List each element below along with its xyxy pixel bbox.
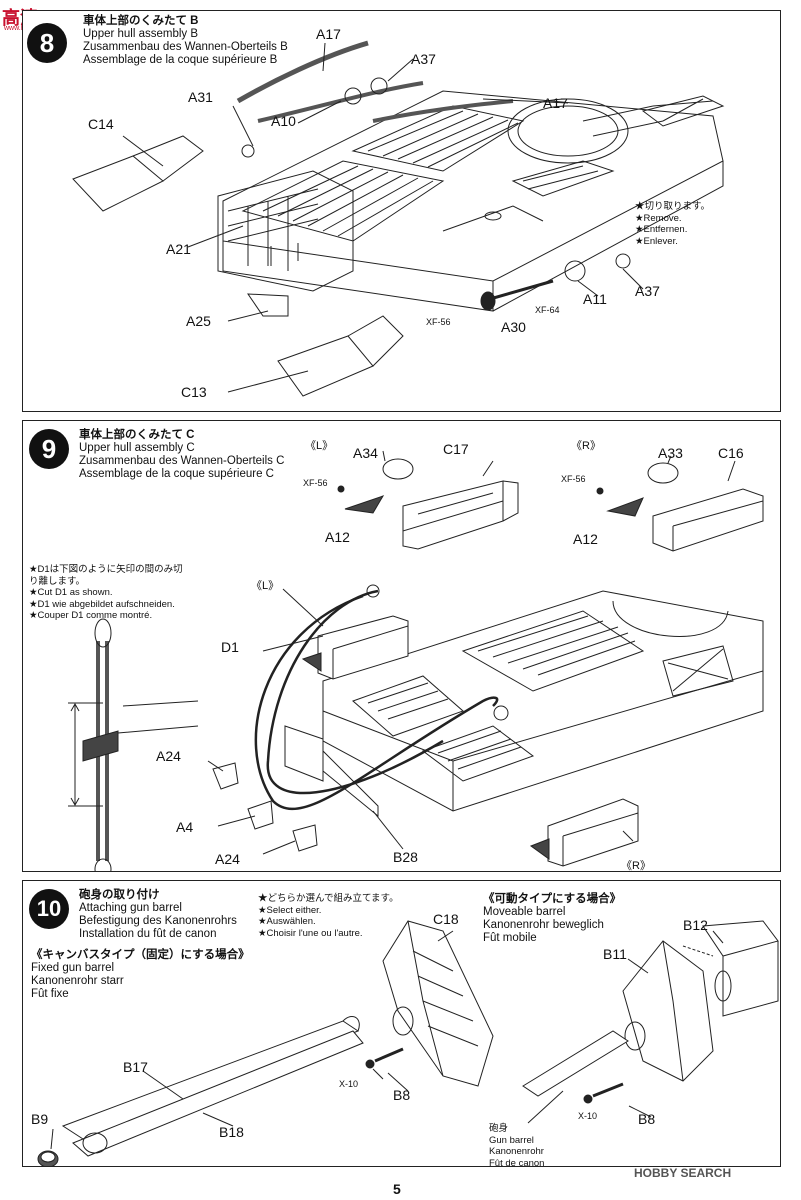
cut-note: ★D1は下図のように矢印の間のみ切 り離します。 ★Cut D1 as show… <box>29 564 183 622</box>
step-8-title: 車体上部のくみたて B Upper hull assembly B Zusamm… <box>83 15 288 67</box>
heading-en: Fixed gun barrel <box>31 962 115 974</box>
label-b18: B18 <box>219 1124 244 1140</box>
step-8-drawing <box>72 40 725 397</box>
heading-fr: Fût mobile <box>483 932 537 944</box>
title-de: Befestigung des Kanonenrohrs <box>79 915 237 927</box>
heading-fr: Fût fixe <box>31 988 69 1000</box>
heading-de: Kanonenrohr starr <box>31 975 124 987</box>
label-c16: C16 <box>718 445 744 461</box>
heading-en: Moveable barrel <box>483 906 566 918</box>
label-x10-left: X-10 <box>339 1079 359 1089</box>
label-a12-left: A12 <box>325 529 350 545</box>
step-9-panel: 9 車体上部のくみたて C Upper hull assembly C Zusa… <box>22 420 781 872</box>
label-a4: A4 <box>176 819 194 835</box>
label-c14: C14 <box>88 116 114 132</box>
label-c13: C13 <box>181 384 207 400</box>
step-10-title: 砲身の取り付け Attaching gun barrel Befestigung… <box>79 889 237 941</box>
step-10-drawing <box>37 920 779 1166</box>
title-fr: Assemblage de la coque supérieure C <box>79 468 274 480</box>
page-number: 5 <box>393 1181 401 1197</box>
step-9-title: 車体上部のくみたて C Upper hull assembly C Zusamm… <box>79 429 284 481</box>
label-a31: A31 <box>188 89 213 105</box>
group-right: 《R》 <box>571 440 601 452</box>
note-line: Gun barrel <box>489 1134 534 1146</box>
label-c18: C18 <box>433 911 459 927</box>
heading-de: Kanonenrohr beweglich <box>483 919 604 931</box>
label-xf64: XF-64 <box>535 305 560 315</box>
group-left: 《L》 <box>305 440 334 452</box>
label-a30: A30 <box>501 319 526 335</box>
title-de: Zusammenbau des Wannen-Oberteils B <box>83 41 288 53</box>
label-a37-right: A37 <box>635 283 660 299</box>
note-line: ★Select either. <box>258 904 322 916</box>
label-xf56: XF-56 <box>426 317 451 327</box>
label-b12: B12 <box>683 917 708 933</box>
label-a33: A33 <box>658 445 683 461</box>
label-a17-right: A17 <box>543 95 568 111</box>
step-9-drawing <box>68 450 764 871</box>
label-b8-left: B8 <box>393 1087 411 1103</box>
remove-note: ★切り取ります。 ★Remove. ★Entfernen. ★Enlever. <box>635 201 710 247</box>
label-xf56-right: XF-56 <box>561 474 586 484</box>
fixed-barrel-heading: 《キャンバスタイプ（固定）にする場合》 Fixed gun barrel Kan… <box>31 949 250 1001</box>
title-de: Zusammenbau des Wannen-Oberteils C <box>79 455 285 467</box>
label-c17: C17 <box>443 441 469 457</box>
label-b8-right: B8 <box>638 1111 656 1127</box>
heading-jp: 《可動タイプにする場合》 <box>483 893 622 905</box>
step-number-9: 9 <box>29 429 69 469</box>
gun-barrel-label: 砲身 Gun barrel Kanonenrohr Fût de canon <box>489 1123 545 1167</box>
heading-jp: 《キャンバスタイプ（固定）にする場合》 <box>31 949 250 961</box>
label-a10: A10 <box>271 113 296 129</box>
title-en: Upper hull assembly B <box>83 28 199 40</box>
note-line: ★Couper D1 comme montré. <box>29 610 153 621</box>
note-line: ★Auswählen. <box>258 916 316 927</box>
label-a25: A25 <box>186 313 211 329</box>
note-line: ★Remove. <box>635 212 682 224</box>
title-en: Attaching gun barrel <box>79 902 182 914</box>
label-a24-first: A24 <box>156 748 181 764</box>
note-line: ★Choisir l'une ou l'autre. <box>258 927 363 939</box>
watermark: HOBBY SEARCH <box>634 1166 732 1180</box>
note-line: ★Cut D1 as shown. <box>29 587 113 598</box>
label-a37-top: A37 <box>411 51 436 67</box>
label-x10-right: X-10 <box>578 1111 598 1121</box>
label-b9: B9 <box>31 1111 49 1127</box>
title-jp: 車体上部のくみたて C <box>79 429 195 441</box>
label-l-mark: 《L》 <box>251 580 280 592</box>
label-a24-second: A24 <box>215 851 240 867</box>
note-line: ★Enlever. <box>635 235 678 247</box>
label-a21: A21 <box>166 241 191 257</box>
note-line: ★Entfernen. <box>635 224 688 235</box>
label-a12-right: A12 <box>573 531 598 547</box>
step-10-panel: 10 砲身の取り付け Attaching gun barrel Befestig… <box>22 880 781 1167</box>
note-line: ★D1 wie abgebildet aufschneiden. <box>29 598 175 610</box>
step-number-8: 8 <box>27 23 67 63</box>
step-number-10: 10 <box>29 889 69 929</box>
title-en: Upper hull assembly C <box>79 442 195 454</box>
label-b11: B11 <box>603 946 627 962</box>
note-line: Fût de canon <box>489 1157 545 1167</box>
note-line: ★どちらか選んで組み立てます。 <box>258 893 399 904</box>
label-a34: A34 <box>353 445 378 461</box>
label-r-mark: 《R》 <box>621 860 651 872</box>
select-note: ★どちらか選んで組み立てます。 ★Select either. ★Auswähl… <box>258 893 399 939</box>
label-d1: D1 <box>221 639 239 655</box>
note-line: り離します。 <box>29 575 86 587</box>
title-jp: 車体上部のくみたて B <box>83 15 199 27</box>
label-a11: A11 <box>583 291 607 307</box>
label-b17: B17 <box>123 1059 148 1075</box>
title-fr: Assemblage de la coque supérieure B <box>83 54 278 66</box>
label-xf56-left: XF-56 <box>303 478 328 488</box>
title-jp: 砲身の取り付け <box>79 889 160 901</box>
note-line: ★D1は下図のように矢印の間のみ切 <box>29 564 183 575</box>
note-line: 砲身 <box>489 1123 509 1134</box>
title-fr: Installation du fût de canon <box>79 928 217 940</box>
label-b28: B28 <box>393 849 418 865</box>
note-line: ★切り取ります。 <box>635 201 711 212</box>
note-line: Kanonenrohr <box>489 1146 544 1157</box>
label-a17-top: A17 <box>316 26 341 42</box>
step-8-panel: 8 車体上部のくみたて B Upper hull assembly B Zusa… <box>22 10 781 412</box>
moveable-barrel-heading: 《可動タイプにする場合》 Moveable barrel Kanonenrohr… <box>483 893 621 945</box>
